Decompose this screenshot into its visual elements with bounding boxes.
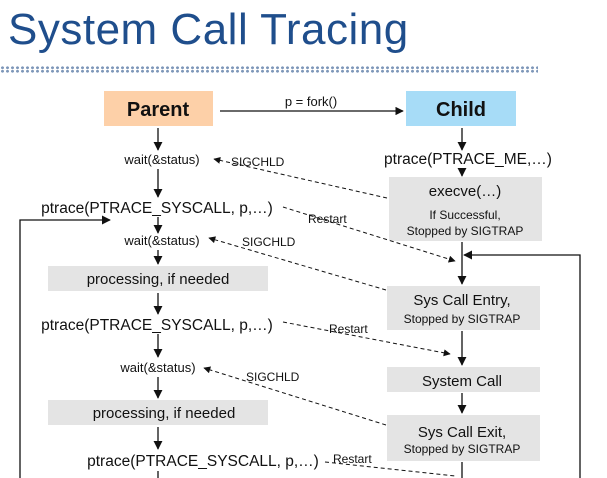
parent-ptrace-3: ptrace(PTRACE_SYSCALL, p,…)	[87, 453, 319, 470]
child-execve: execve(…)	[429, 183, 502, 200]
parent-ptrace-2: ptrace(PTRACE_SYSCALL, p,…)	[41, 317, 273, 334]
child-exit: Sys Call Exit,	[418, 424, 506, 441]
child-entry: Sys Call Entry,	[413, 292, 510, 309]
parent-label: Parent	[127, 99, 190, 121]
child-execve-note-1: If Successful,	[429, 208, 500, 222]
restart-arrow-1	[282, 206, 456, 263]
child-syscall: System Call	[422, 373, 502, 390]
restart-arrow-3	[324, 461, 456, 477]
restart-arrow-2	[282, 321, 451, 357]
sigchld-label-2: SIGCHLD	[242, 235, 296, 249]
page-title: System Call Tracing	[8, 5, 409, 54]
execve-box	[389, 177, 542, 241]
sigchld-arrow-3	[203, 366, 387, 426]
processing-box-2	[48, 400, 268, 425]
entry-box	[387, 286, 540, 330]
parent-loop-line	[19, 215, 111, 478]
syscall-box	[387, 367, 540, 392]
child-box	[406, 91, 516, 126]
child-execve-note-2: Stopped by SIGTRAP	[407, 224, 524, 238]
title-divider	[0, 66, 538, 73]
fork-label: p = fork()	[285, 94, 337, 109]
signal-arrows	[203, 156, 456, 477]
parent-processing-1: processing, if needed	[87, 271, 230, 288]
child-exit-note: Stopped by SIGTRAP	[404, 442, 521, 456]
sigchld-label-3: SIGCHLD	[246, 370, 300, 384]
parent-ptrace-1: ptrace(PTRACE_SYSCALL, p,…)	[41, 200, 273, 217]
exit-box	[387, 415, 540, 461]
parent-wait-1: wait(&status)	[123, 152, 199, 167]
parent-box	[104, 91, 213, 126]
parent-wait-2: wait(&status)	[123, 233, 199, 248]
child-loop-line	[463, 250, 581, 478]
child-label: Child	[436, 99, 486, 121]
child-ptrace-me: ptrace(PTRACE_ME,…)	[384, 151, 552, 168]
restart-label-1: Restart	[308, 212, 347, 226]
sigchld-arrow-1	[213, 156, 388, 199]
sigchld-label-1: SIGCHLD	[231, 155, 285, 169]
restart-label-2: Restart	[329, 322, 368, 336]
processing-box-1	[48, 266, 268, 291]
parent-processing-2: processing, if needed	[93, 405, 236, 422]
restart-label-3: Restart	[333, 452, 372, 466]
child-entry-note: Stopped by SIGTRAP	[404, 312, 521, 326]
sigchld-arrow-2	[208, 236, 387, 291]
parent-wait-3: wait(&status)	[119, 360, 195, 375]
